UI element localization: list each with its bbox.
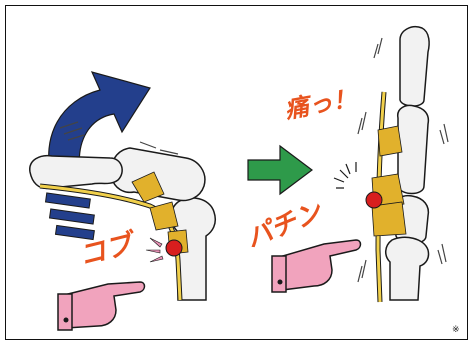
pointing-hand-icon xyxy=(58,282,145,330)
right-arrow-icon xyxy=(248,146,312,194)
middle-phalanx xyxy=(30,156,122,189)
burst-icon xyxy=(334,162,356,188)
distal-phalanx xyxy=(400,27,429,106)
middle-phalanx-straight xyxy=(398,106,429,194)
impact-marks xyxy=(146,238,163,262)
pointing-hand-icon xyxy=(272,240,361,292)
metacarpal-bone-straight xyxy=(386,237,429,300)
tendon-nodule xyxy=(166,240,182,256)
footnote-mark: ※ xyxy=(452,325,460,335)
tendon-nodule-straight xyxy=(366,192,382,208)
left-bent-finger xyxy=(30,72,216,330)
